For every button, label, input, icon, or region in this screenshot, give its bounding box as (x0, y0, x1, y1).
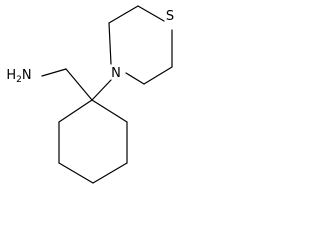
bond-ch2-nh2 (41, 68, 67, 77)
bond-n-c3 (125, 72, 145, 85)
bond-cy1 (91, 99, 128, 123)
bond-cy3 (92, 162, 128, 184)
amine-label: H2N (6, 68, 31, 85)
nitrogen-atom-label: N (111, 66, 121, 81)
bond-c3-c4 (143, 66, 173, 85)
structure-diagram: S N H2N (6, 5, 174, 184)
bond-cq-ch2 (65, 68, 93, 101)
bond-c2-n (108, 22, 112, 65)
bond-n-cq (91, 79, 112, 101)
bond-s-c1 (137, 5, 165, 22)
bond-c1-c2 (108, 5, 139, 24)
thiomorpholine-ring (108, 5, 173, 85)
sulfur-atom-label: S (166, 9, 174, 24)
bond-cy6 (58, 99, 93, 123)
bond-cy4 (58, 162, 94, 184)
cyclohexane-ring (58, 99, 128, 184)
aminomethyl-group (41, 68, 93, 101)
